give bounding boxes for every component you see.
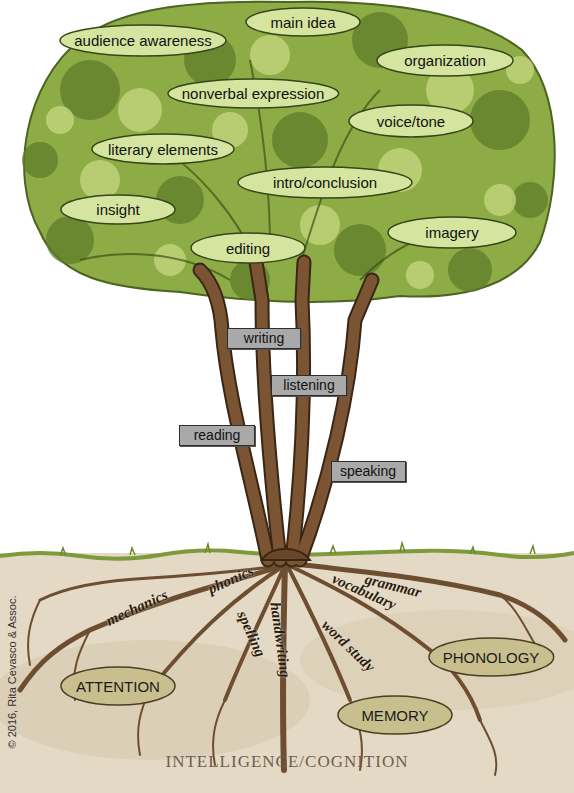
leaf-ellipse: editing (190, 232, 306, 264)
skill-box: writing (227, 328, 301, 349)
node-text: voice/tone (377, 113, 445, 130)
root-ellipse: MEMORY (337, 695, 453, 735)
tree-part (300, 205, 340, 245)
leaf-ellipse: nonverbal expression (167, 78, 340, 109)
node-text: main idea (270, 14, 335, 31)
leaf-ellipse: organization (376, 44, 514, 77)
tree-part (22, 142, 58, 178)
foliage-light (46, 35, 534, 289)
tree-part (118, 88, 162, 132)
tree-part (448, 248, 492, 292)
leaf-ellipse: main idea (245, 7, 361, 37)
ellipse-shape (92, 134, 234, 164)
roots (20, 563, 565, 775)
tree-part (484, 184, 516, 216)
tree-part (256, 262, 280, 560)
ellipse-shape (338, 696, 452, 734)
node-text: imagery (425, 224, 478, 241)
ellipse-shape (61, 667, 175, 705)
skill-box: speaking (331, 461, 406, 482)
tree-part (46, 216, 94, 264)
leaf-ellipse: insight (60, 194, 176, 225)
tree-part (46, 106, 74, 134)
ellipse-shape (349, 105, 473, 137)
base-label: INTELLIGENCE/COGNITION (166, 752, 409, 772)
tree-part (200, 262, 372, 560)
tree-part (406, 261, 434, 289)
node-text: audience awareness (74, 32, 212, 49)
canopy (24, 2, 555, 302)
ground (0, 553, 574, 793)
ellipse-shape (377, 45, 513, 76)
node-text: organization (404, 52, 486, 69)
node-text: literary elements (108, 141, 218, 158)
leaf-ellipse: literary elements (91, 133, 235, 165)
ellipse-shape (168, 79, 339, 108)
node-text: nonverbal expression (182, 85, 325, 102)
node-text: ATTENTION (76, 678, 160, 695)
node-text: listening (283, 377, 334, 393)
ellipse-shape (429, 638, 554, 676)
tree-part (512, 182, 548, 218)
tree-part (470, 90, 530, 150)
ellipse-shape (61, 195, 175, 224)
root-ellipse: ATTENTION (60, 666, 176, 706)
node-text: insight (96, 201, 139, 218)
tree-part (292, 262, 304, 560)
foliage-dark (22, 12, 548, 300)
tree-part (262, 549, 310, 560)
ground-shade (300, 610, 574, 710)
leaf-ellipse: voice/tone (348, 104, 474, 138)
node-text: speaking (340, 463, 396, 479)
copyright-note: © 2016, Rita Cevasco & Assoc. (6, 595, 18, 748)
ellipse-shape (388, 217, 516, 248)
trunk (200, 262, 372, 560)
tree-part (28, 595, 545, 775)
node-text: writing (244, 330, 284, 346)
tree-part (300, 280, 372, 560)
tree-part (292, 262, 304, 560)
tree-part (272, 112, 328, 168)
root-ellipse: PHONOLOGY (428, 637, 555, 677)
leaf-ellipse: intro/conclusion (237, 166, 413, 199)
node-text: reading (194, 427, 241, 443)
node-text: editing (226, 240, 270, 257)
tree-part (200, 262, 372, 560)
ellipse-shape (238, 167, 412, 198)
tree-part (300, 280, 372, 560)
skill-box: listening (271, 375, 347, 396)
ellipse-shape (191, 233, 305, 263)
tree-part (334, 224, 386, 276)
ellipse-shape (60, 25, 226, 56)
ellipse-shape (246, 8, 360, 36)
node-text: MEMORY (361, 707, 428, 724)
skill-box: reading (179, 425, 255, 446)
leaf-ellipse: audience awareness (59, 24, 227, 57)
node-text: PHONOLOGY (443, 649, 540, 666)
leaf-ellipse: imagery (387, 216, 517, 249)
tree-part (250, 35, 290, 75)
node-text: intro/conclusion (273, 174, 377, 191)
